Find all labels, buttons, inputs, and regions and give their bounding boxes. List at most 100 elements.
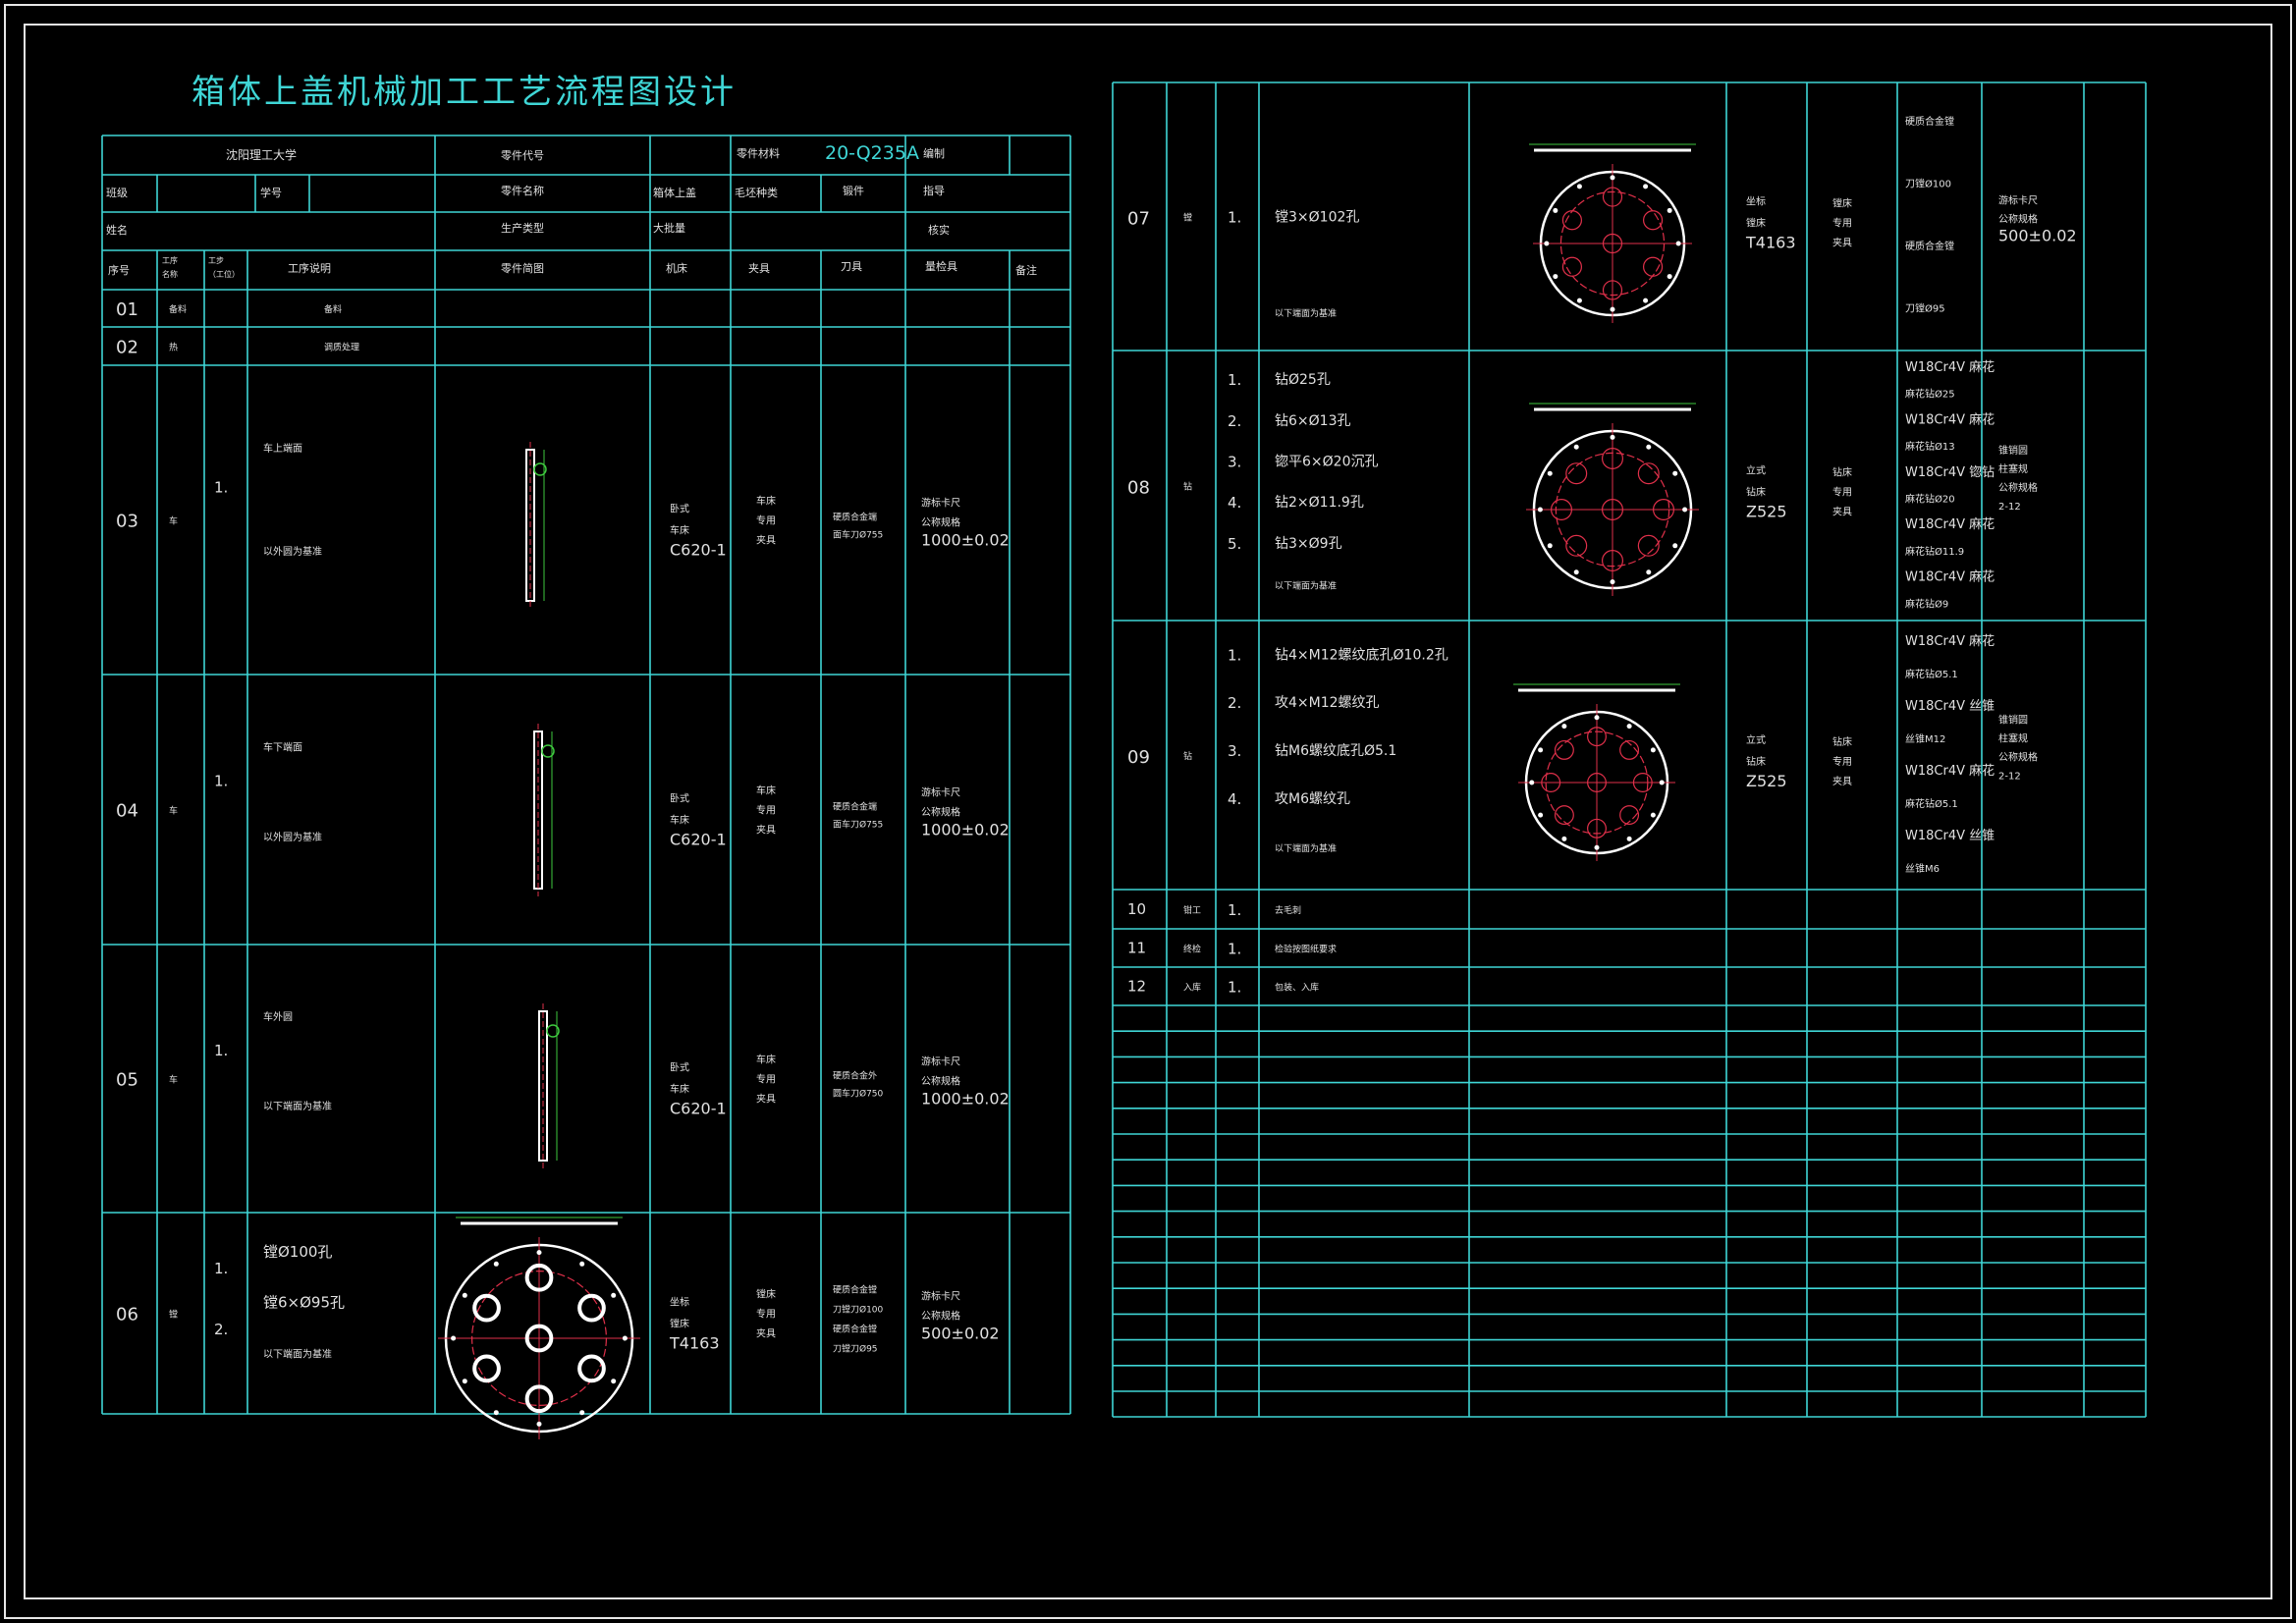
sketch-row06-cover-bolt-hole — [536, 1421, 542, 1427]
row-gauge: 公称规格 — [921, 806, 960, 819]
row-fixture: 专用 — [1832, 486, 1852, 499]
sketch-row09-cover-bolt-hole — [1594, 844, 1600, 850]
sketch-row09-cover-bolt-hole — [1626, 836, 1632, 841]
production-type-value: 大批量 — [653, 221, 685, 235]
sketch-row09-cover-hole — [1587, 727, 1607, 747]
sketch-row07-cover-bolt-hole — [1667, 207, 1672, 213]
row-desc: 检验按图纸要求 — [1275, 944, 1337, 955]
row-machine: 坐标 — [1746, 196, 1766, 208]
row-fixture: 夹具 — [756, 534, 776, 547]
row-process-name: 车 — [169, 515, 178, 527]
row-process-name: 车 — [169, 805, 178, 817]
sketch-row07-cover-bolt-hole — [1553, 207, 1558, 213]
row-machine: C620-1 — [670, 1100, 727, 1118]
row-tool: 麻花钻Ø9 — [1905, 597, 1948, 610]
row-desc: 去毛刺 — [1275, 904, 1301, 916]
row-tool: 麻花钻Ø5.1 — [1905, 797, 1958, 810]
row-gauge: 锥销圆 — [1998, 714, 2028, 727]
row-tool: 硬质合金镗 — [1905, 240, 1954, 252]
sketch-row07-cover-bolt-hole — [1675, 241, 1681, 246]
row-gauge: 公称规格 — [921, 1310, 960, 1323]
row-gauge: 柱塞规 — [1998, 732, 2028, 745]
sketch-row06-cover-hole — [472, 1293, 501, 1323]
table-grid — [101, 81, 2147, 1418]
row-gauge: 2-12 — [1998, 502, 2021, 513]
sketch-row09-cover-bolt-hole — [1594, 715, 1600, 721]
sketch-row07-cover-bolt-hole — [1576, 298, 1582, 303]
row-fixture: 镗床 — [1832, 197, 1852, 210]
row-machine: 车床 — [670, 814, 689, 827]
row-desc: 调质处理 — [324, 342, 359, 353]
row-desc: 钻4×M12螺纹底孔Ø10.2孔 — [1275, 647, 1449, 663]
row-gauge: 锥销圆 — [1998, 444, 2028, 457]
sketch-row07-cover-bolt-hole — [1576, 184, 1582, 189]
row-machine: 车床 — [670, 1083, 689, 1096]
sketch-row07-cover-hole — [1643, 256, 1664, 277]
row-seq: 07 — [1127, 209, 1150, 230]
sketch-row06-cover-hole — [577, 1293, 606, 1323]
row-desc: 车下端面 — [263, 740, 302, 753]
row-tool: 刀镗Ø95 — [1905, 302, 1945, 315]
row-gauge: 公称规格 — [1998, 751, 2038, 764]
row-tool: 硬质合金镗 — [1905, 115, 1954, 128]
sketch-row06-cover-bolt-hole — [579, 1410, 585, 1416]
row-machine: 钻床 — [1746, 755, 1766, 768]
row-tool: W18Cr4V 麻花 — [1905, 411, 1995, 427]
row-desc: 钻M6螺纹底孔Ø5.1 — [1275, 743, 1396, 759]
class-label: 班级 — [106, 187, 128, 199]
row-tool: 麻花钻Ø11.9 — [1905, 545, 1964, 558]
sketch-row06-cover-bolt-hole — [611, 1379, 617, 1384]
row-fixture: 专用 — [756, 514, 776, 527]
row-machine: 坐标 — [670, 1297, 689, 1309]
row-machine: Z525 — [1746, 503, 1787, 521]
row-desc: 镗3×Ø102孔 — [1275, 210, 1359, 226]
row-gauge: 1000±0.02 — [921, 1090, 1010, 1109]
sketch-row08-cover-hole — [1637, 462, 1660, 485]
sketch-row06-cover-center-hole — [524, 1324, 554, 1353]
name-label: 姓名 — [106, 223, 128, 237]
col-remark: 备注 — [1015, 263, 1037, 277]
row-fixture: 钻床 — [1832, 466, 1852, 479]
row-fixture: 夹具 — [756, 1327, 776, 1340]
row-fixture: 夹具 — [1832, 775, 1852, 787]
sketch-row06-cover-bolt-hole — [622, 1335, 628, 1341]
row-process-name: 镗 — [1183, 212, 1192, 224]
row-fixture: 车床 — [756, 784, 776, 797]
row-tool: W18Cr4V 麻花 — [1905, 763, 1995, 779]
row-tool: 麻花钻Ø5.1 — [1905, 668, 1958, 680]
col-machine: 机床 — [666, 261, 687, 275]
sketch-row08-cover-bolt-hole — [1537, 507, 1543, 513]
row-machine: T4163 — [1745, 234, 1796, 252]
sketch-row08-cover-hole — [1565, 534, 1588, 557]
row-fixture: 车床 — [756, 495, 776, 508]
row-machine: 镗床 — [670, 1318, 689, 1330]
compiled-label: 编制 — [923, 146, 945, 160]
row-desc: 车上端面 — [263, 442, 302, 455]
row-gauge: 2-12 — [1998, 772, 2021, 783]
row-machine: 钻床 — [1746, 486, 1766, 499]
row-seq: 03 — [116, 512, 138, 532]
row-desc: 以下端面为基准 — [1275, 307, 1337, 319]
row-step: 1. — [1228, 209, 1241, 227]
row-step: 4. — [1228, 494, 1241, 512]
sketch-row07-cover-hole — [1602, 187, 1623, 207]
sketch-row09-cover-hole — [1632, 773, 1653, 792]
row-step: 1. — [1228, 979, 1241, 997]
row-machine: 立式 — [1746, 733, 1766, 746]
row-seq: 12 — [1127, 978, 1146, 996]
material-value: 20-Q235A — [825, 142, 919, 164]
sketch-row08-cover-bolt-hole — [1646, 444, 1652, 450]
sketch-row08-cover-bolt-hole — [1646, 569, 1652, 575]
sketch-row06-cover-bolt-hole — [536, 1250, 542, 1256]
outer-border — [4, 4, 2292, 1619]
sketch-row06-cover-bolt-hole — [462, 1379, 467, 1384]
sketch-row07-cover-bolt-hole — [1643, 184, 1649, 189]
sketch-row04-plate-roughness — [541, 744, 555, 758]
row-step: 3. — [1228, 454, 1241, 471]
row-fixture: 专用 — [756, 1308, 776, 1321]
row-machine: 卧式 — [670, 792, 689, 805]
sketch-row05-plate — [538, 1010, 548, 1162]
sketch-row06-cover-hole — [524, 1263, 554, 1292]
row-desc: 以下端面为基准 — [263, 1100, 332, 1112]
row-tool: 刀镗刀Ø95 — [833, 1343, 878, 1355]
